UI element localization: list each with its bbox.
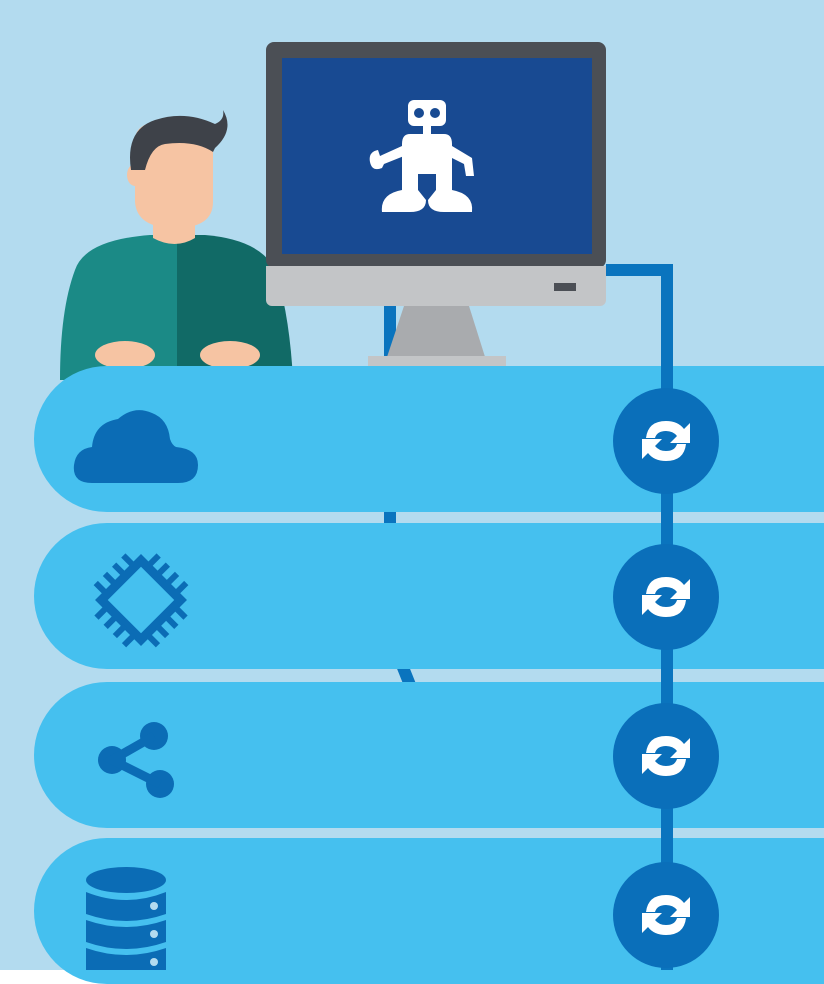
monitor-base xyxy=(368,356,506,368)
sync-node-2[interactable] xyxy=(613,544,719,650)
share-network-icon xyxy=(98,722,174,798)
hair xyxy=(130,110,228,170)
shirt-left xyxy=(60,235,177,380)
monitor xyxy=(266,42,606,368)
monitor-chin-edge xyxy=(266,266,606,272)
sync-icon xyxy=(642,736,690,776)
sync-icon xyxy=(642,895,690,935)
processor-chip-icon xyxy=(93,553,189,648)
database-icon xyxy=(86,867,166,970)
hand-right xyxy=(200,341,260,369)
shirt-right xyxy=(177,235,293,380)
sync-node-1[interactable] xyxy=(613,388,719,494)
sync-icon xyxy=(642,577,690,617)
robot-icon xyxy=(369,100,474,212)
hand-left xyxy=(95,341,155,369)
sync-node-4[interactable] xyxy=(613,862,719,968)
monitor-stand xyxy=(386,306,486,360)
person-at-computer xyxy=(60,110,293,380)
sync-icon xyxy=(642,421,690,461)
monitor-chin xyxy=(266,266,606,306)
power-button xyxy=(554,283,576,291)
cloud-icon xyxy=(73,410,198,483)
sync-node-3[interactable] xyxy=(613,703,719,809)
